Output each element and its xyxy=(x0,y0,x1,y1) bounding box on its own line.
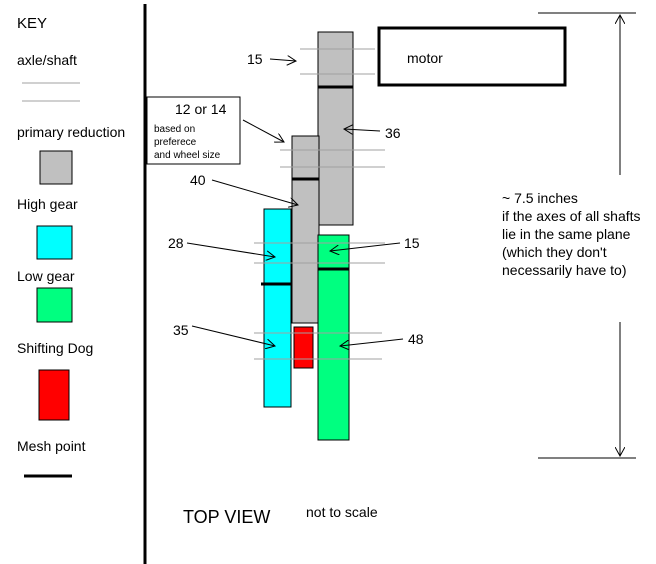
arrow-12-or-14 xyxy=(242,119,284,142)
dim-line-5: necessarily have to) xyxy=(502,262,627,278)
label-28: 28 xyxy=(168,235,184,251)
label-35: 35 xyxy=(173,322,189,338)
axle-lines xyxy=(254,48,385,360)
key-high-label: High gear xyxy=(17,196,78,212)
arrow-36 xyxy=(344,129,381,131)
key-axle-label: axle/shaft xyxy=(17,52,77,68)
dim-line-3: lie in the same plane xyxy=(502,226,631,242)
note-box xyxy=(146,96,241,165)
note-line-3: and wheel size xyxy=(154,150,221,161)
high-gear xyxy=(263,208,292,408)
shifting-dog xyxy=(293,326,314,369)
label-36: 36 xyxy=(385,125,401,141)
key-low-label: Low gear xyxy=(17,268,75,284)
key-dog-label: Shifting Dog xyxy=(17,340,93,356)
note-line-2: preferece xyxy=(154,137,197,148)
low-gear xyxy=(317,234,350,441)
arrow-48 xyxy=(340,338,404,346)
arrow-35 xyxy=(191,325,275,346)
label-12-or-14: 12 or 14 xyxy=(175,101,227,117)
arrow-15-right xyxy=(330,242,401,251)
key-dog-swatch xyxy=(38,369,70,421)
dim-line-4: (which they don't xyxy=(502,244,607,260)
note-line-1: based on xyxy=(154,124,195,135)
key-primary-label: primary reduction xyxy=(17,124,125,140)
top-view-title: TOP VIEW xyxy=(183,507,270,527)
key-mesh-label: Mesh point xyxy=(17,438,86,454)
label-48: 48 xyxy=(408,331,424,347)
arrow-28 xyxy=(186,242,275,257)
key-primary-swatch xyxy=(39,150,73,185)
label-15-right: 15 xyxy=(404,235,420,251)
motor-label: motor xyxy=(407,50,443,66)
dim-line-1: ~ 7.5 inches xyxy=(502,190,578,206)
key-high-swatch xyxy=(36,225,73,260)
key-title: KEY xyxy=(17,15,47,32)
dim-line-2: if the axes of all shafts xyxy=(502,208,641,224)
key-low-swatch xyxy=(36,287,73,323)
arrow-40 xyxy=(211,179,298,205)
label-40: 40 xyxy=(190,172,206,188)
motor-box xyxy=(377,26,567,87)
primary-gear-36 xyxy=(317,31,354,226)
not-to-scale-note: not to scale xyxy=(306,504,378,520)
primary-gear-40 xyxy=(291,135,320,324)
arrow-15-top xyxy=(269,59,296,61)
label-15-top: 15 xyxy=(247,51,263,67)
